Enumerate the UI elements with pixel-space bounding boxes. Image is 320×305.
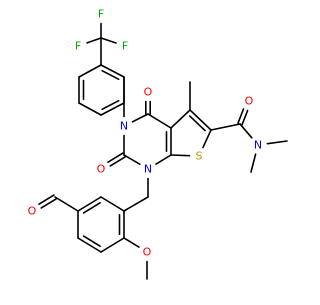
bond-b2-b3 xyxy=(100,237,125,253)
bond-C5-C6-a xyxy=(189,109,212,131)
bond-b5-CHO xyxy=(54,196,79,212)
bond-CH2-b1 xyxy=(123,196,149,212)
atom-o_c4: O xyxy=(144,86,153,99)
bond-a3-a4-b xyxy=(101,99,120,111)
atom-o_c2: O xyxy=(97,163,106,176)
atom-n3: N xyxy=(120,120,128,133)
bond-C6-S7 xyxy=(202,129,212,149)
bond-b3-b4-a xyxy=(77,237,102,253)
bond-b2-Ome xyxy=(123,237,140,248)
atom-o_methoxy: O xyxy=(143,246,152,259)
molecule-canvas: F F F O O O O O N N N S xyxy=(28,8,288,280)
bond-C7a-N1 xyxy=(155,154,172,165)
molecule-diagram: F F F O O O O O N N N S xyxy=(28,8,288,280)
bond-C4-C4a xyxy=(147,113,172,129)
bond-layer xyxy=(38,22,288,280)
atom-n_amide: N xyxy=(254,139,262,152)
bond-a1-a2-b xyxy=(101,69,120,81)
bond-CHO-Oald-a xyxy=(38,194,55,205)
bond-Cam-Oam-b xyxy=(237,108,245,124)
bond-cf3-F_right xyxy=(100,37,117,44)
bond-Nam-meN2 xyxy=(250,153,257,173)
bond-C6-Cam xyxy=(210,123,241,131)
atom-o_amide: O xyxy=(245,95,254,108)
atom-label-layer: F F F O O O O O N N N S xyxy=(28,8,262,259)
bond-a6-a1 xyxy=(78,64,102,78)
bond-CHO-Oald-b xyxy=(40,198,57,209)
bond-N1-C2 xyxy=(123,154,141,165)
bond-C2-O2-a xyxy=(107,152,124,163)
atom-n1: N xyxy=(144,163,152,176)
bond-a4-a5 xyxy=(78,102,102,116)
bond-S7-C7a xyxy=(170,154,191,157)
atom-f_top: F xyxy=(98,8,104,21)
bond-b3-b4-b xyxy=(82,235,101,247)
bond-b5-b6-a xyxy=(77,196,102,212)
bond-Cam-Nam xyxy=(239,123,253,139)
bond-b6-b1 xyxy=(100,196,125,212)
bond-Cam-Oam-a xyxy=(241,109,249,126)
bond-cf3-F_left xyxy=(86,37,102,44)
bond-a1-a2-a xyxy=(100,64,125,78)
bond-C2-O2-b xyxy=(109,156,126,167)
atom-f_right: F xyxy=(122,40,128,53)
bond-C4a-C5 xyxy=(170,109,191,129)
atom-o_aldehyde: O xyxy=(28,205,37,218)
bond-N3-C4 xyxy=(131,113,149,123)
bond-C5-C6-b xyxy=(189,115,206,132)
atom-f_left: F xyxy=(75,40,81,53)
bond-Nam-meN1 xyxy=(266,140,288,145)
bond-a3-a4-a xyxy=(100,102,125,116)
bond-b5-b6-b xyxy=(82,202,101,214)
atom-s7: S xyxy=(196,150,203,163)
